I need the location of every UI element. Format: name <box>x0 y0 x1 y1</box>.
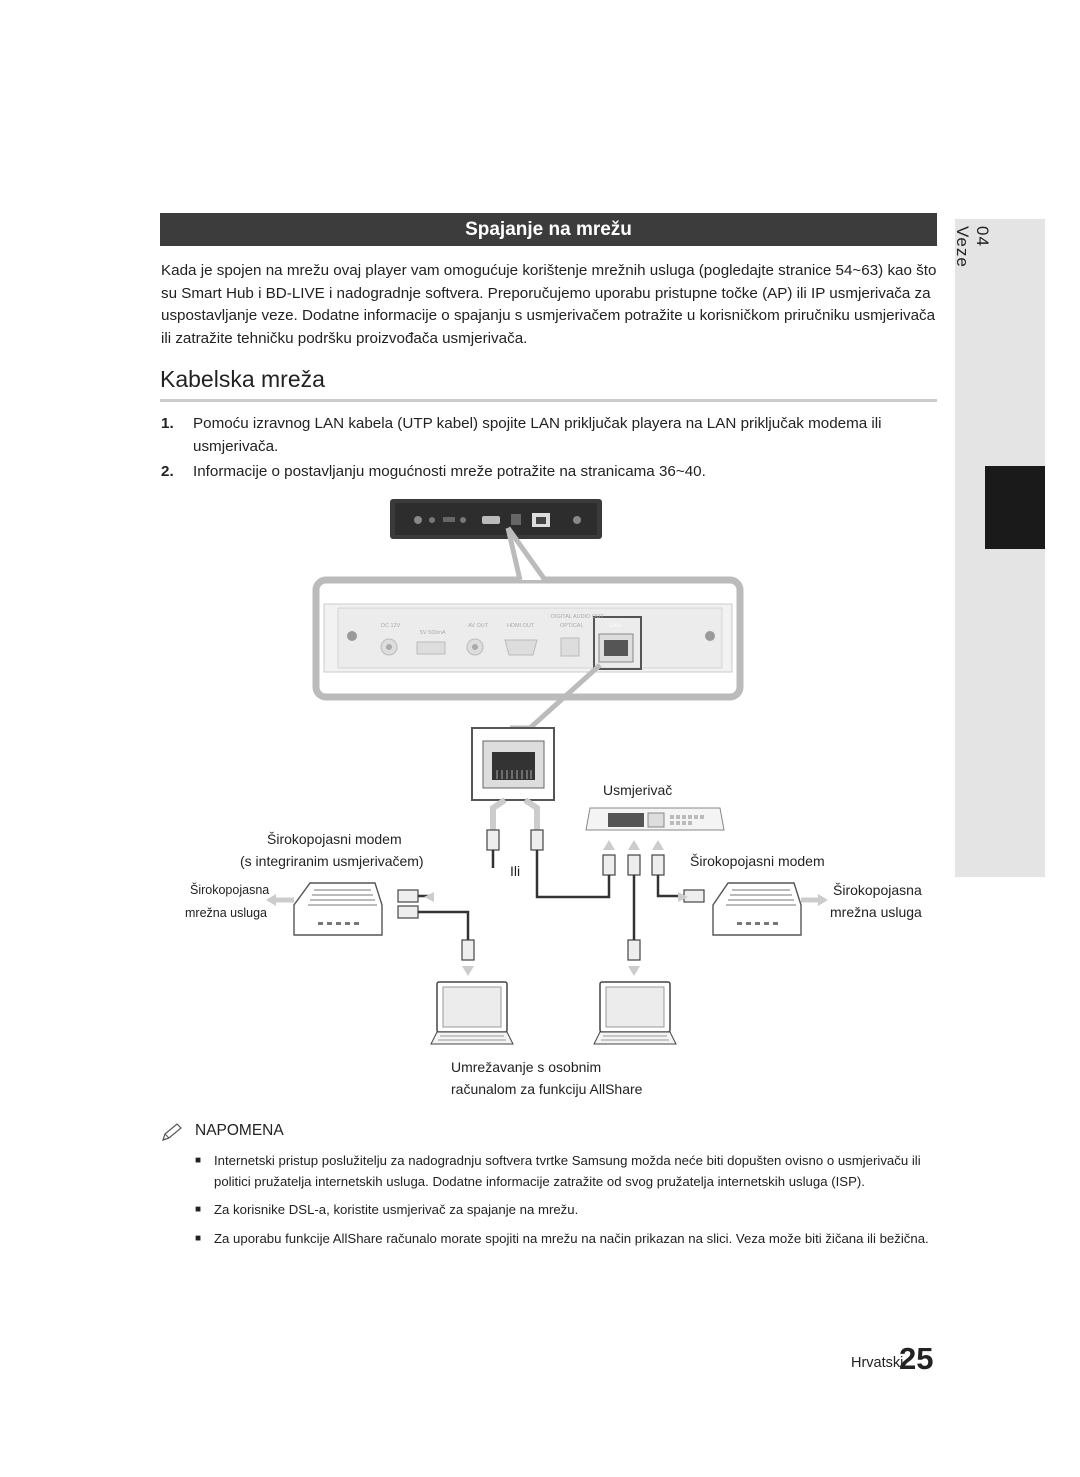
bullet: ■ <box>195 1204 202 1215</box>
step-1: 1. Pomoću izravnog LAN kabela (UTP kabel… <box>161 413 941 458</box>
router-label: Usmjerivač <box>603 782 673 798</box>
pc-label: Umrežavanje s osobnim <box>451 1059 602 1075</box>
svg-text:DIGITAL AUDIO OUT: DIGITAL AUDIO OUT <box>551 614 604 620</box>
broadband-left-label: Širokopojasna <box>190 883 270 897</box>
broadband-left-sublabel: mrežna usluga <box>185 906 267 920</box>
side-tab-marker <box>985 466 1045 549</box>
lan-port-zoom <box>471 727 555 801</box>
note-item: ■ Za uporabu funkcije AllShare računalo … <box>195 1228 935 1249</box>
note-text: Internetski pristup poslužitelju za nado… <box>214 1153 921 1189</box>
section-header: Spajanje na mrežu <box>160 213 937 246</box>
pencil-icon <box>162 1123 182 1141</box>
player-rear-panel-zoom <box>312 526 744 701</box>
modem-builtin-label: Širokopojasni modem <box>267 831 402 847</box>
panel-port-labels: DC 12V 5V 500mA AV OUT HDMI OUT DIGITAL … <box>381 614 621 636</box>
cables <box>418 850 684 940</box>
page-number: 25 <box>899 1341 934 1376</box>
wired-network-title: Kabelska mreža <box>160 366 937 402</box>
bullet: ■ <box>195 1233 202 1244</box>
chapter-title: Veze <box>953 226 972 268</box>
modem-label: Širokopojasni modem <box>690 853 825 869</box>
note-heading: NAPOMENA <box>195 1122 284 1139</box>
player-rear-panel-small <box>390 499 602 539</box>
svg-text:DC 12V: DC 12V <box>381 623 401 629</box>
step-number: 1. <box>161 415 174 432</box>
laptop-right <box>593 981 677 1045</box>
modem-with-router <box>293 882 383 936</box>
modem-device <box>712 882 802 936</box>
chapter-number: 04 <box>973 226 992 247</box>
svg-text:AV OUT: AV OUT <box>468 623 489 629</box>
modem-builtin-sublabel: (s integriranim usmjerivačem) <box>240 853 424 869</box>
note-item: ■ Za korisnike DSL-a, koristite usmjeriv… <box>195 1199 935 1220</box>
intro-paragraph: Kada je spojen na mrežu ovaj player vam … <box>161 262 937 347</box>
svg-text:LAN: LAN <box>610 623 621 629</box>
cable-arrows <box>490 797 540 830</box>
note-text: Za korisnike DSL-a, koristite usmjerivač… <box>214 1202 579 1217</box>
router-device <box>585 807 725 831</box>
side-tab-label: 04 Veze <box>952 226 992 316</box>
or-label: Ili <box>510 863 521 879</box>
note-text: Za uporabu funkcije AllShare računalo mo… <box>214 1231 929 1246</box>
step-number: 2. <box>161 463 174 480</box>
broadband-right-label: Širokopojasna <box>833 882 922 898</box>
svg-text:5V 500mA: 5V 500mA <box>420 630 446 636</box>
step-2: 2. Informacije o postavljanju mogućnosti… <box>161 461 941 484</box>
laptop-left <box>430 981 514 1045</box>
svg-text:HDMI OUT: HDMI OUT <box>507 623 535 629</box>
step-text: Pomoću izravnog LAN kabela (UTP kabel) s… <box>193 415 882 455</box>
note-item: ■ Internetski pristup poslužitelju za na… <box>195 1150 935 1192</box>
footer-language: Hrvatski <box>851 1355 904 1371</box>
step-text: Informacije o postavljanju mogućnosti mr… <box>193 463 706 480</box>
pc-sublabel: računalom za funkciju AllShare <box>451 1081 643 1097</box>
bullet: ■ <box>195 1155 202 1166</box>
router-arrows <box>424 840 688 976</box>
svg-text:OPTICAL: OPTICAL <box>560 623 584 629</box>
broadband-right-sublabel: mrežna usluga <box>830 904 922 920</box>
